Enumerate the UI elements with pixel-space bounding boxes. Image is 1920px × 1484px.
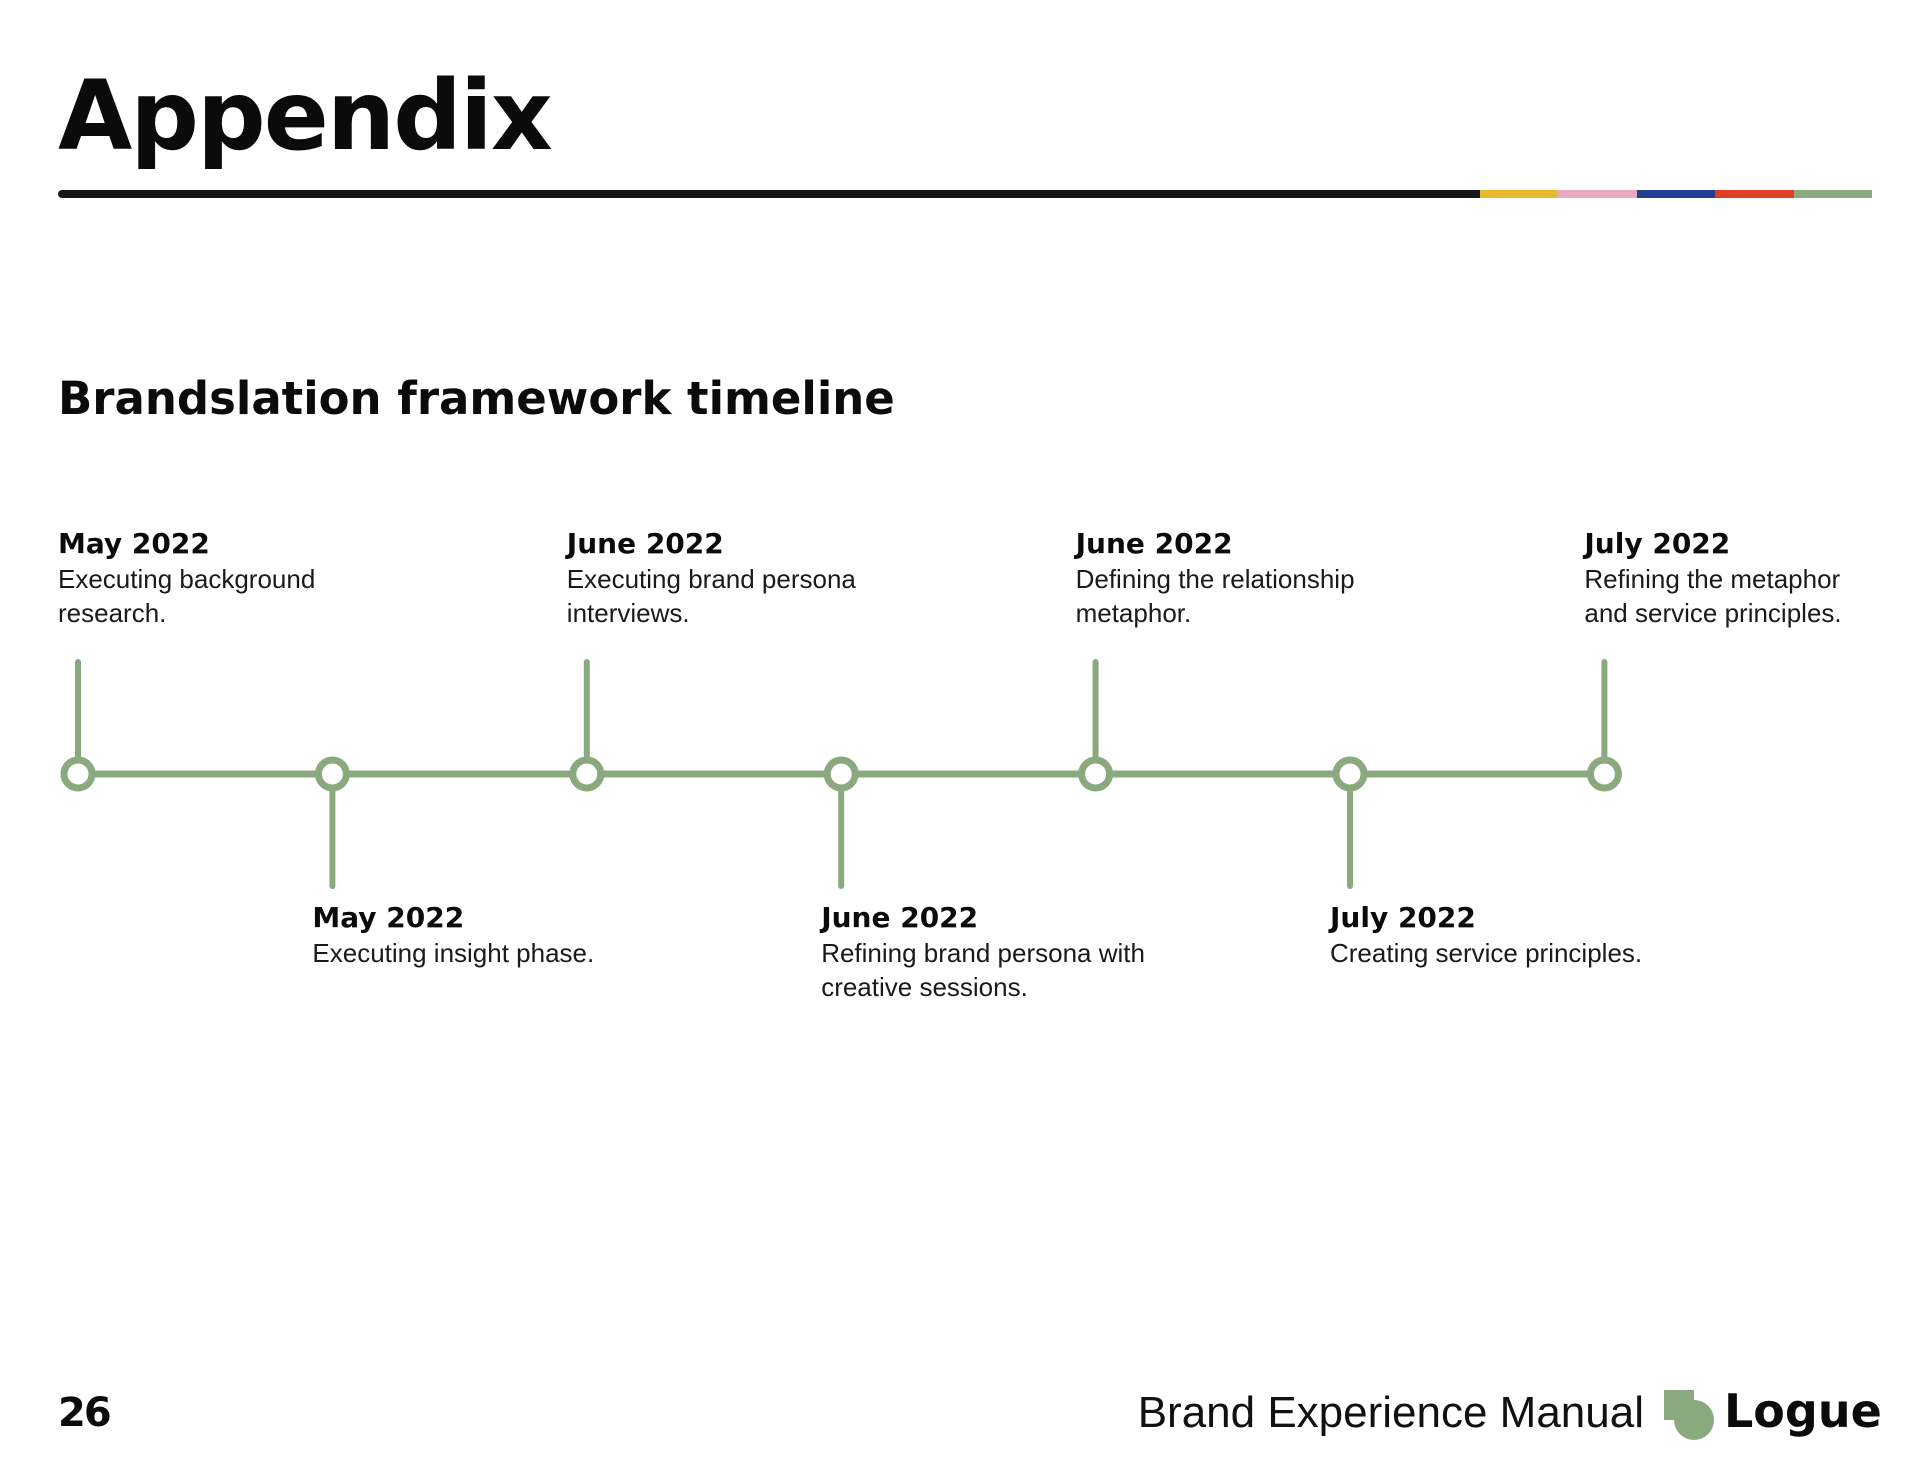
milestone-date: July 2022 <box>1330 901 1476 934</box>
logo-wordmark: Logue <box>1724 1384 1882 1438</box>
timeline-milestone: June 2022 Defining the relationship meta… <box>1076 526 1446 630</box>
milestone-description: Refining brand persona with creative ses… <box>821 938 1145 1002</box>
timeline-node <box>823 756 859 792</box>
section-title: Brandslation framework timeline <box>58 372 895 425</box>
title-rule-blue-segment <box>1636 190 1716 198</box>
timeline-node <box>1586 756 1622 792</box>
milestone-date: June 2022 <box>566 527 724 560</box>
timeline-milestone: July 2022 Refining the metaphor and serv… <box>1584 526 1890 630</box>
milestone-description: Creating service principles. <box>1330 938 1643 968</box>
timeline-milestone: May 2022 Executing background research. <box>58 526 428 630</box>
title-rule-red-segment <box>1715 190 1794 198</box>
milestone-date: May 2022 <box>58 527 210 560</box>
timeline-node <box>1332 756 1368 792</box>
milestone-description: Executing background research. <box>58 564 316 628</box>
title-rule-black-segment <box>58 190 1480 198</box>
logue-logo-icon <box>1664 1390 1714 1440</box>
milestone-date: July 2022 <box>1584 527 1731 560</box>
title-rule-green-segment <box>1793 190 1872 198</box>
milestone-description: Executing brand persona interviews. <box>566 564 856 628</box>
timeline-node <box>1078 756 1114 792</box>
timeline-milestone: May 2022 Executing insight phase. <box>312 900 682 970</box>
milestone-date: June 2022 <box>821 901 979 934</box>
timeline-node <box>60 756 96 792</box>
timeline-milestone: June 2022 Executing brand persona interv… <box>567 526 937 630</box>
footer-manual-title: Brand Experience Manual <box>1137 1388 1644 1437</box>
milestone-date: June 2022 <box>1075 527 1233 560</box>
milestone-description: Refining the metaphor and service princi… <box>1584 564 1842 628</box>
timeline-milestone: July 2022 Creating service principles. <box>1330 900 1700 970</box>
milestone-description: Executing insight phase. <box>312 938 595 968</box>
milestone-date: May 2022 <box>312 901 465 934</box>
milestone-description: Defining the relationship metaphor. <box>1075 564 1355 628</box>
page-number: 26 <box>58 1390 112 1436</box>
title-rule-yellow-segment <box>1480 190 1559 198</box>
title-rule <box>58 190 1872 198</box>
title-rule-pink-segment <box>1558 190 1637 198</box>
page-title: Appendix <box>58 60 553 172</box>
timeline-milestone: June 2022 Refining brand persona with cr… <box>821 900 1191 1004</box>
timeline-node <box>569 756 605 792</box>
timeline-node <box>314 756 350 792</box>
